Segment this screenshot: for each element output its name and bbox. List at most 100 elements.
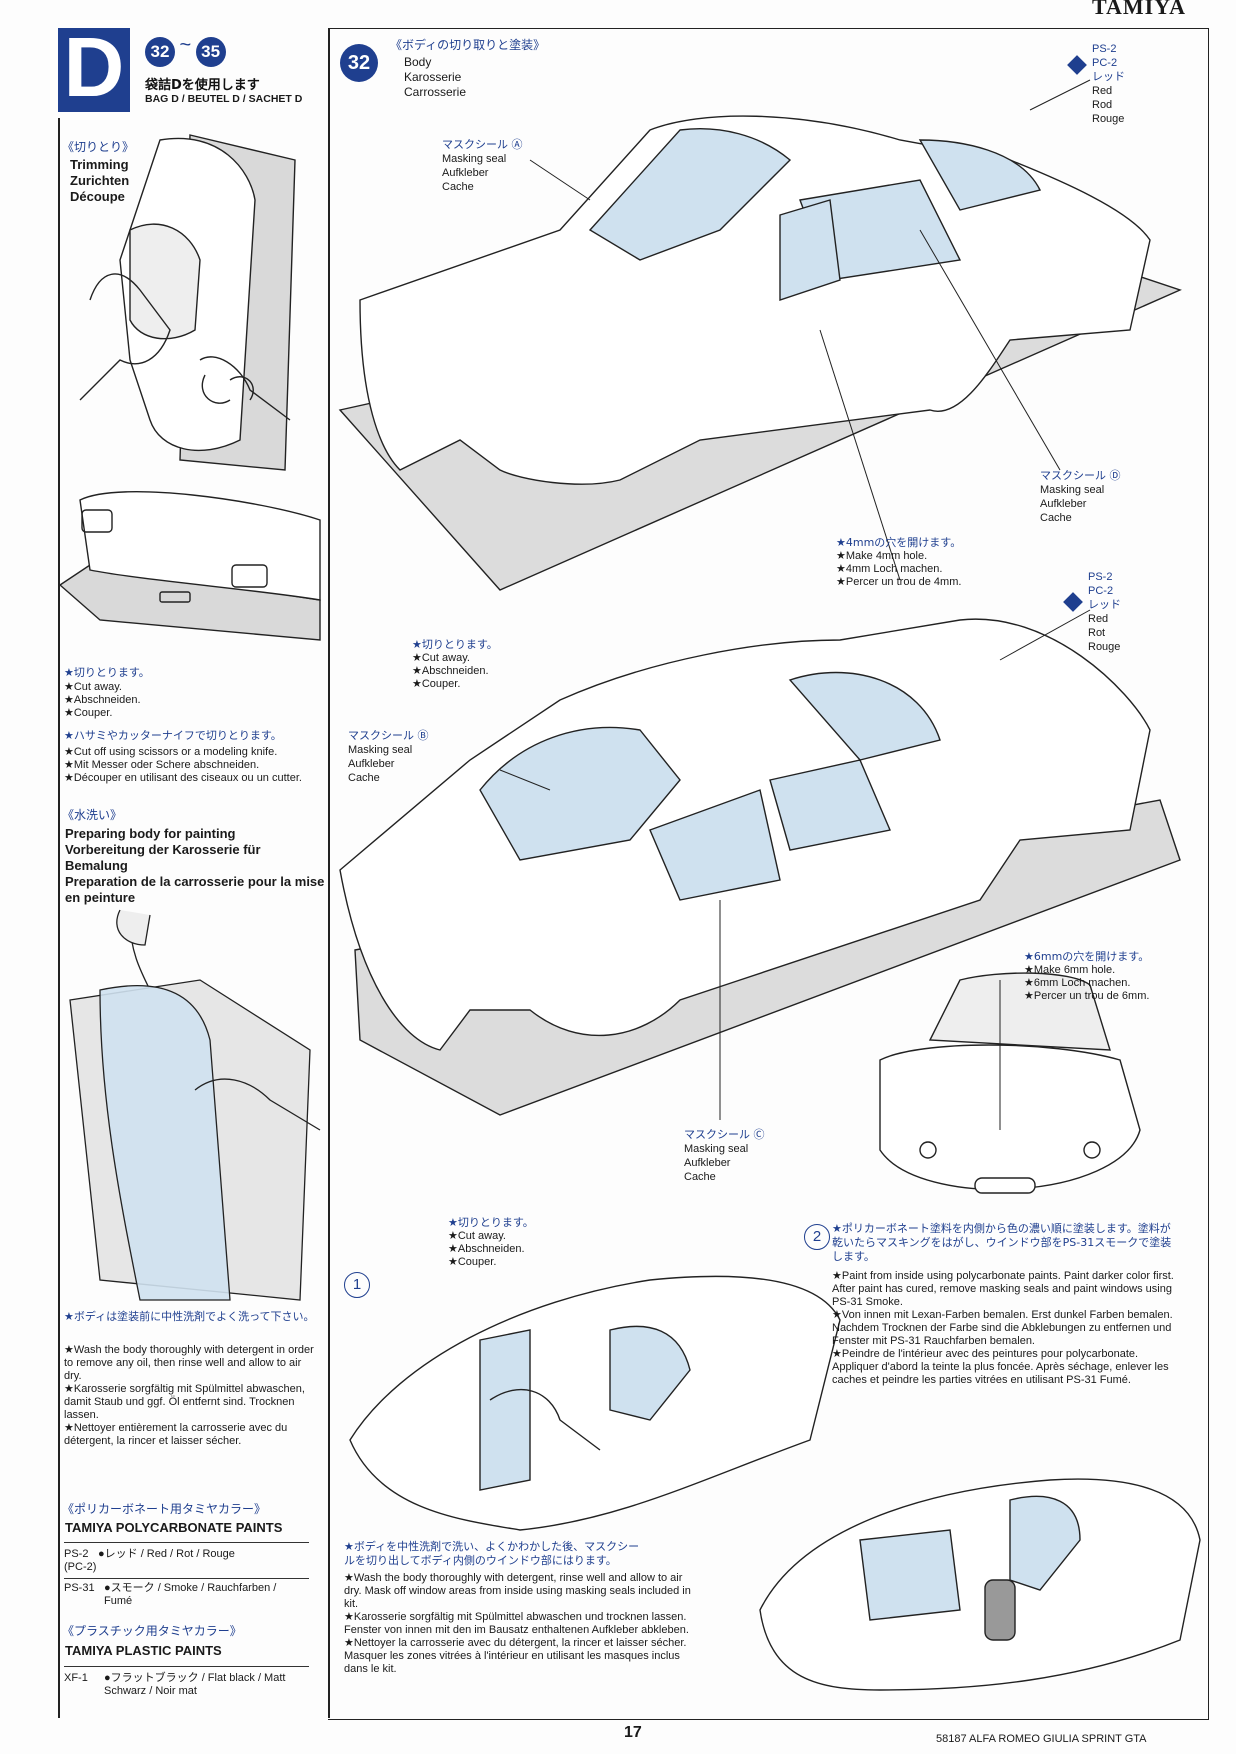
sub2-badge: 2 <box>804 1224 830 1250</box>
paint-name: ●レッド / Red / Rot / Rouge <box>98 1548 235 1560</box>
step-from-badge: 32 <box>145 37 175 67</box>
sub2-item: ★Von innen mit Lexan-Farben bemalen. Ers… <box>832 1309 1173 1347</box>
paint-top-line: Rod <box>1092 99 1113 111</box>
cut2-jp: ★切りとります。 <box>448 1216 534 1229</box>
mask-a-line: Cache <box>442 181 474 193</box>
paint-mid-line: Rouge <box>1088 641 1121 653</box>
plastic-paints-rule <box>64 1666 309 1667</box>
divider-vertical <box>328 28 330 1718</box>
paint-mid-line: PC-2 <box>1088 585 1114 597</box>
sub1-badge: 1 <box>344 1272 370 1298</box>
mask-c-jp: マスクシール Ⓒ <box>684 1128 765 1141</box>
trimming-de: Zurichten <box>70 173 130 188</box>
paint-top-line: Rouge <box>1092 113 1125 125</box>
trimming-knife-list: ★Cut off using scissors or a modeling kn… <box>64 746 320 785</box>
plastic-paints-jp: 《プラスチック用タミヤカラー》 <box>62 1624 242 1638</box>
cut2-item: ★Abschneiden. <box>448 1243 525 1255</box>
mask-b-line: Cache <box>348 772 380 784</box>
plastic-paints-row: XF-1●フラットブラック / Flat black / Matt Schwar… <box>64 1672 314 1698</box>
cut1-item: ★Couper. <box>412 678 461 690</box>
washing-jp: 《水洗い》 <box>62 808 123 822</box>
bag-label: BAG D / BEUTEL D / SACHET D <box>145 93 303 105</box>
cut1-item: ★Cut away. <box>412 652 470 664</box>
trimming-knife-item: ★Découper en utilisant des ciseaux ou un… <box>64 772 302 784</box>
sub1-jp: ★ボディを中性洗剤で洗い、よくかわかした後、マスクシールを切り出してボディ内側の… <box>344 1540 640 1567</box>
cut2-item: ★Cut away. <box>448 1230 506 1242</box>
step-to-badge: 35 <box>195 37 226 67</box>
paint-code: PS-31 <box>64 1582 95 1594</box>
paint-mid-line: レッド <box>1088 598 1121 611</box>
sub1-list: ★Wash the body thoroughly with detergent… <box>344 1572 699 1676</box>
trimming-jp: 《切りとり》 <box>62 140 135 154</box>
mask-d-line: Cache <box>1040 512 1072 524</box>
trimming-knife-jp: ★ハサミやカッターナイフで切りとります。 <box>64 729 282 742</box>
paint-top-label: PS-2 PC-2 レッド Red Rod Rouge <box>1092 42 1125 126</box>
mask-b-jp: マスクシール Ⓑ <box>348 729 429 742</box>
poly-paints-rule <box>64 1542 309 1543</box>
washing-item: ★Karosserie sorgfältig mit Spülmittel ab… <box>64 1383 305 1421</box>
paint-top-line: PC-2 <box>1092 57 1118 69</box>
trimming-knife-item: ★Cut off using scissors or a modeling kn… <box>64 746 278 758</box>
trimming-cut-jp: ★切りとります。 <box>64 666 150 679</box>
mask-b-line: Aufkleber <box>348 758 395 770</box>
paint-top-line: レッド <box>1092 70 1125 83</box>
poly-paints-row: PS-2 (PC-2)●レッド / Red / Rot / Rouge <box>64 1548 314 1574</box>
mask-d-line: Masking seal <box>1040 484 1105 496</box>
hole6-item: ★6mm Loch machen. <box>1024 977 1131 989</box>
mask-a-jp: マスクシール Ⓐ <box>442 138 523 151</box>
hole4-item: ★Percer un trou de 4mm. <box>836 576 962 588</box>
sub2-item: ★Paint from inside using polycarbonate p… <box>832 1270 1174 1308</box>
brand-logo: TAMIYA <box>1091 0 1186 19</box>
sub1-item: ★Nettoyer la carrosserie avec du déterge… <box>344 1637 687 1675</box>
hole4-jp: ★4mmの穴を開けます。 <box>836 536 962 549</box>
bag-jp: 袋詰Dを使用します <box>145 78 260 93</box>
washing-item: ★Nettoyer entièrement la carrosserie ave… <box>64 1422 288 1447</box>
trimming-knife-item: ★Mit Messer oder Schere abschneiden. <box>64 759 260 771</box>
mask-c-line: Cache <box>684 1171 716 1183</box>
step32-fr: Carrosserie <box>404 85 467 99</box>
step-tilde: ~ <box>179 34 192 56</box>
section-step-range: 32 ~ 35 <box>145 34 226 67</box>
model-name: 58187 ALFA ROMEO GIULIA SPRINT GTA <box>936 1733 1147 1745</box>
step32-de: Karosserie <box>404 70 462 84</box>
mask-d-jp: マスクシール Ⓓ <box>1040 469 1121 482</box>
sub2-jp: ★ポリカーボネート塗料を内側から色の濃い順に塗装します。塗料が乾いたらマスキング… <box>832 1222 1172 1263</box>
washing-list: ★Wash the body thoroughly with detergent… <box>64 1344 320 1448</box>
poly-paints-rule <box>64 1578 309 1579</box>
cut1-item: ★Abschneiden. <box>412 665 489 677</box>
step32-badge: 32 <box>340 44 378 82</box>
hole6-label: ★6mmの穴を開けます。 ★Make 6mm hole. ★6mm Loch m… <box>1024 948 1149 1003</box>
paint-name: ●スモーク / Smoke / Rauchfarben / Fumé <box>104 1582 277 1607</box>
trimming-cut-item: ★Cut away. <box>64 681 122 693</box>
step32-en: Body <box>404 55 432 69</box>
hole4-item: ★Make 4mm hole. <box>836 550 928 562</box>
washing-item: ★Wash the body thoroughly with detergent… <box>64 1344 314 1382</box>
step32-jp: 《ボディの切り取りと塗装》 <box>390 38 546 52</box>
hole4-item: ★4mm Loch machen. <box>836 563 943 575</box>
mask-d-label: マスクシール Ⓓ Masking seal Aufkleber Cache <box>1040 467 1121 525</box>
paint-mid-label: PS-2 PC-2 レッド Red Rot Rouge <box>1088 570 1121 654</box>
mask-b-label: マスクシール Ⓑ Masking seal Aufkleber Cache <box>348 727 429 785</box>
sub1-item: ★Karosserie sorgfältig mit Spülmittel ab… <box>344 1611 689 1636</box>
mask-c-line: Aufkleber <box>684 1157 731 1169</box>
left-column-line <box>58 118 60 1718</box>
mask-c-label: マスクシール Ⓒ Masking seal Aufkleber Cache <box>684 1126 765 1184</box>
poly-paints-row: PS-31 ●スモーク / Smoke / Rauchfarben / Fumé <box>64 1582 314 1608</box>
washing-note-jp: ★ボディは塗装前に中性洗剤でよく洗って下さい。 <box>64 1310 315 1323</box>
mask-d-line: Aufkleber <box>1040 498 1087 510</box>
cut1-label: ★切りとります。 ★Cut away. ★Abschneiden. ★Coupe… <box>412 636 498 691</box>
washing-title: Preparation de la carrosserie pour la mi… <box>65 874 325 905</box>
rear-trim-illustration <box>58 491 321 641</box>
cut1-jp: ★切りとります。 <box>412 638 498 651</box>
washing-illustration <box>69 909 321 1301</box>
paint-top-line: PS-2 <box>1092 43 1117 55</box>
paint-mid-line: Rot <box>1088 627 1106 639</box>
main-frame <box>328 28 1209 1720</box>
section-letter-box <box>58 28 130 112</box>
washing-titles: Preparing body for painting Vorbereitung… <box>65 826 325 906</box>
paint-code: PS-2 (PC-2) <box>64 1548 97 1573</box>
poly-paints-jp: 《ポリカーボネート用タミヤカラー》 <box>62 1502 267 1516</box>
plastic-paints-title: TAMIYA PLASTIC PAINTS <box>65 1643 222 1658</box>
sub2-list: ★Paint from inside using polycarbonate p… <box>832 1270 1177 1387</box>
washing-title: Vorbereitung der Karosserie für Bemalung <box>65 842 261 873</box>
